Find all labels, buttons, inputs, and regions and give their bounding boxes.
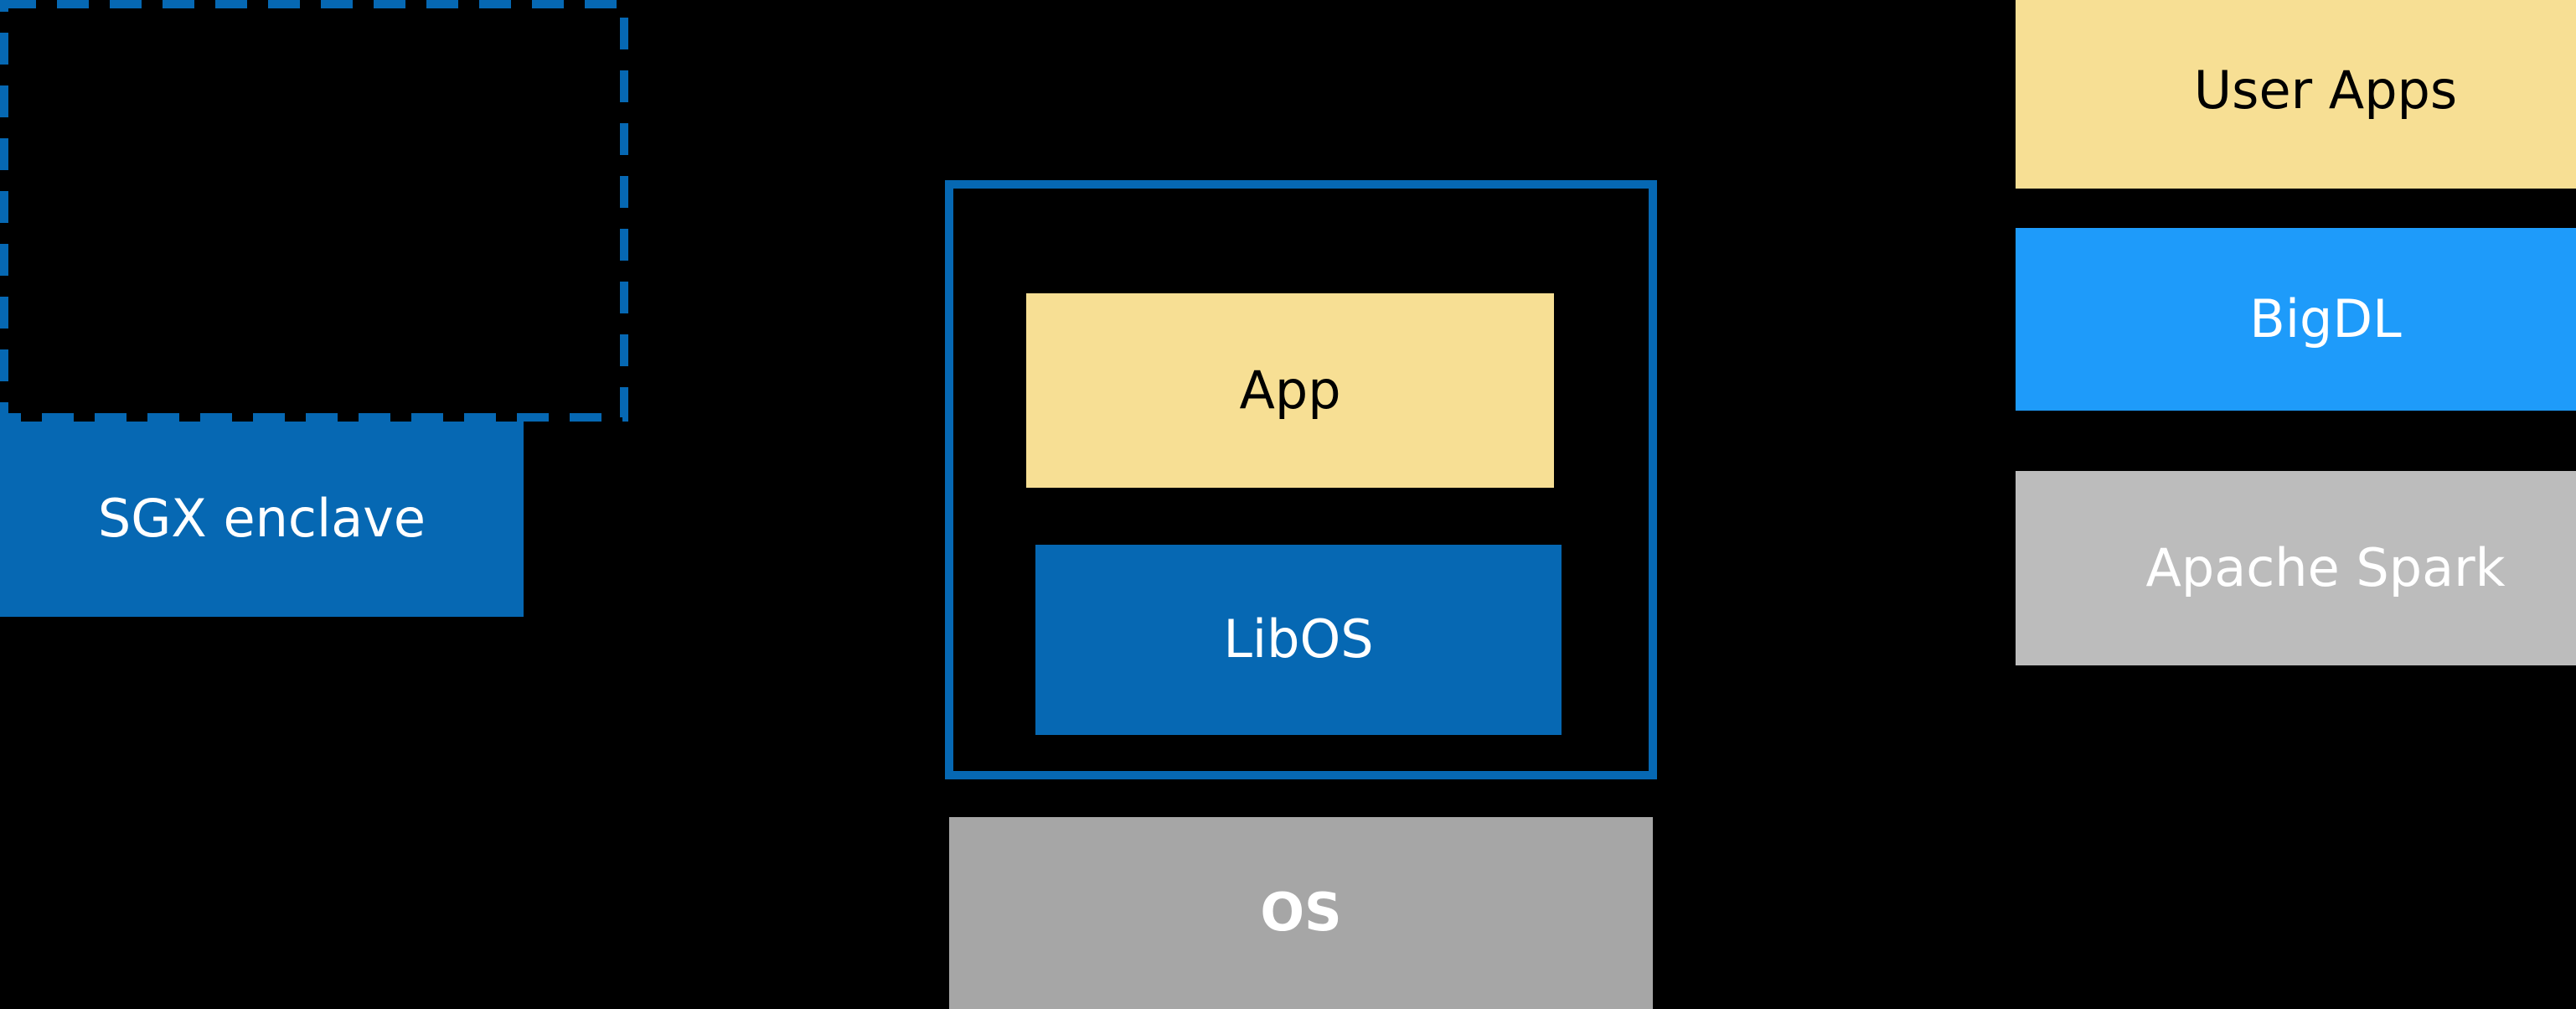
apache-spark-box: Apache Spark xyxy=(2016,471,2576,665)
libos-label: LibOS xyxy=(1223,608,1374,670)
user-apps-box: User Apps xyxy=(2016,0,2576,189)
apache-spark-label: Apache Spark xyxy=(2145,536,2506,598)
app-box: App xyxy=(1026,293,1554,488)
bigdl-label: BigDL xyxy=(2249,287,2402,349)
os-label: OS xyxy=(1260,882,1342,944)
app-label: App xyxy=(1239,359,1341,421)
user-apps-label: User Apps xyxy=(2193,60,2458,122)
sgx-enclave-box: SGX enclave xyxy=(0,422,524,617)
enclave-dashed-frame xyxy=(0,0,628,422)
bigdl-box: BigDL xyxy=(2016,228,2576,411)
os-box: OS xyxy=(949,817,1653,1009)
sgx-enclave-label: SGX enclave xyxy=(97,488,426,550)
enclave-solid-frame xyxy=(945,180,1657,779)
enclave-dashed-rect xyxy=(0,0,628,422)
libos-box: LibOS xyxy=(1035,545,1562,735)
